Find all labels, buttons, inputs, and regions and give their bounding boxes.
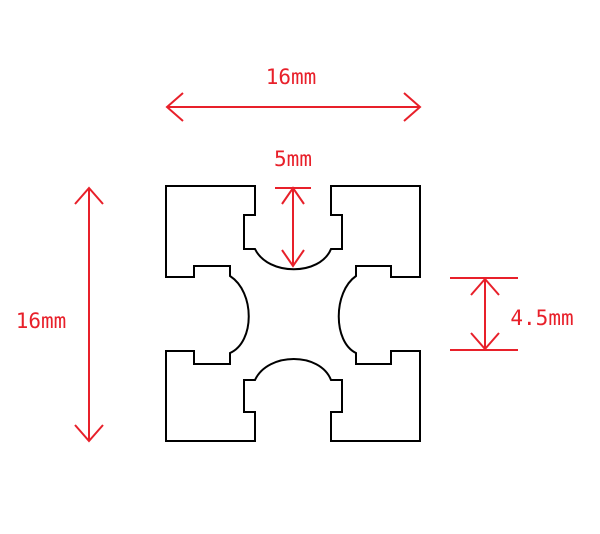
slot-opening-arrowhead-bottom: [470, 332, 500, 351]
width-dimension-label: 16mm: [266, 65, 317, 89]
slot-depth-label: 5mm: [274, 147, 312, 171]
slot-depth-dimension: 5mm: [274, 147, 312, 268]
height-dimension: 16mm: [16, 186, 104, 443]
slot-opening-dimension: 4.5mm: [450, 277, 574, 351]
width-dimension: 16mm: [165, 65, 422, 122]
height-arrowhead-top: [74, 186, 104, 205]
extrusion-profile-outline: [165, 185, 421, 442]
width-arrowhead-left: [165, 92, 184, 122]
height-dimension-label: 16mm: [16, 309, 67, 333]
slot-opening-label: 4.5mm: [510, 306, 573, 330]
slot-depth-arrowhead-top: [281, 186, 305, 205]
slot-depth-arrowhead-bottom: [281, 249, 305, 268]
height-arrowhead-bottom: [74, 424, 104, 443]
width-arrowhead-right: [403, 92, 422, 122]
slot-opening-arrowhead-top: [470, 277, 500, 296]
